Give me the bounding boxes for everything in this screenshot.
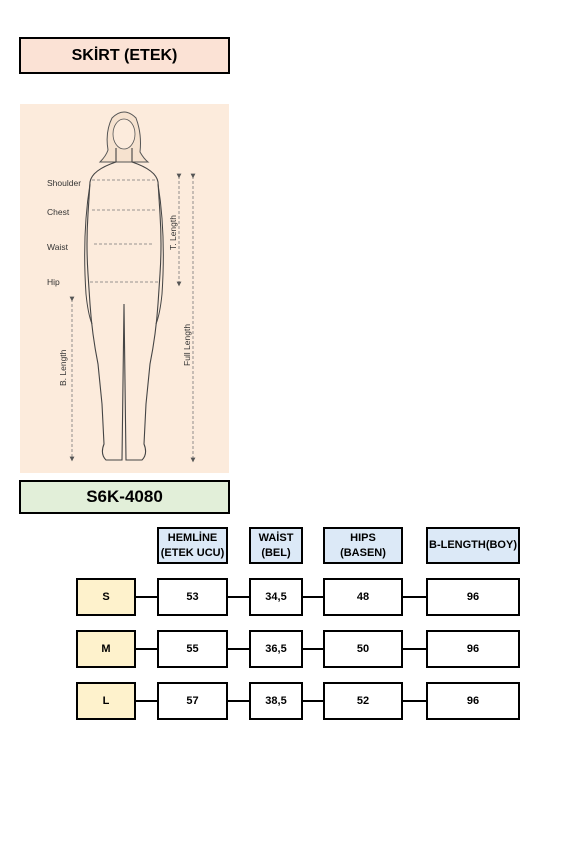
body-measurement-figure: Shoulder Chest Waist Hip B. Length T. Le… xyxy=(20,104,229,473)
row-connector xyxy=(303,700,323,702)
row-connector xyxy=(136,700,157,702)
cell-l-hemline: 57 xyxy=(157,682,228,720)
cell-l-b-length: 96 xyxy=(426,682,520,720)
label-full-length: Full Length xyxy=(182,324,192,366)
row-connector xyxy=(303,596,323,598)
row-connector xyxy=(403,596,426,598)
cell-l-waist: 38,5 xyxy=(249,682,303,720)
size-label-s: S xyxy=(76,578,136,616)
header-hemline-line1: HEMLİNE xyxy=(167,531,218,544)
header-hips: HIPS (BASEN) xyxy=(323,527,403,564)
cell-l-hips: 52 xyxy=(323,682,403,720)
header-waist: WAİST (BEL) xyxy=(249,527,303,564)
row-connector xyxy=(136,648,157,650)
header-b-length: B-LENGTH(BOY) xyxy=(426,527,520,564)
label-b-length: B. Length xyxy=(58,349,68,386)
cell-m-hemline: 55 xyxy=(157,630,228,668)
header-hips-line2: (BASEN) xyxy=(340,546,386,559)
cell-m-hips: 50 xyxy=(323,630,403,668)
label-shoulder: Shoulder xyxy=(47,178,81,188)
body-silhouette-illustration: Shoulder Chest Waist Hip B. Length T. Le… xyxy=(47,111,196,463)
row-connector xyxy=(228,648,249,650)
label-t-length: T. Length xyxy=(168,215,178,250)
row-connector xyxy=(403,700,426,702)
page-title: SKİRT (ETEK) xyxy=(19,37,230,74)
row-connector xyxy=(303,648,323,650)
row-connector xyxy=(136,596,157,598)
label-hip: Hip xyxy=(47,277,60,287)
cell-s-hemline: 53 xyxy=(157,578,228,616)
header-hemline: HEMLİNE (ETEK UCU) xyxy=(157,527,228,564)
cell-s-b-length: 96 xyxy=(426,578,520,616)
cell-m-waist: 36,5 xyxy=(249,630,303,668)
header-hemline-line2: (ETEK UCU) xyxy=(160,546,225,559)
product-code: S6K-4080 xyxy=(19,480,230,514)
cell-s-hips: 48 xyxy=(323,578,403,616)
label-waist: Waist xyxy=(47,242,69,252)
cell-m-b-length: 96 xyxy=(426,630,520,668)
header-hips-line1: HIPS xyxy=(350,531,376,544)
row-connector xyxy=(403,648,426,650)
row-connector xyxy=(228,700,249,702)
header-b-length-line1: B-LENGTH(BOY) xyxy=(429,539,517,551)
label-chest: Chest xyxy=(47,207,70,217)
row-connector xyxy=(228,596,249,598)
header-waist-line2: (BEL) xyxy=(261,546,291,559)
header-waist-line1: WAİST xyxy=(258,531,294,544)
size-label-l: L xyxy=(76,682,136,720)
size-label-m: M xyxy=(76,630,136,668)
cell-s-waist: 34,5 xyxy=(249,578,303,616)
